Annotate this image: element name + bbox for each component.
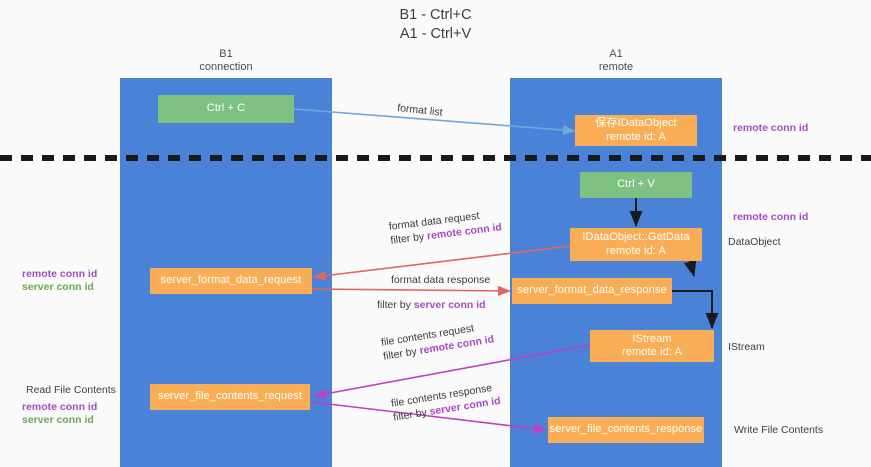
label-format-data-response-text: format data response: [391, 274, 491, 286]
label-fdresp-filter-key: server conn id: [413, 299, 486, 311]
box-server-format-data-response-label: server_format_data_response: [517, 284, 667, 297]
box-idataobject-getdata-remote-id: remote id: A: [606, 244, 666, 257]
box-server-file-contents-response[interactable]: server_file_contents_response: [548, 417, 704, 443]
box-idataobject-getdata-label: IDataObject::GetData: [582, 231, 690, 243]
box-ctrl-c-label: Ctrl + C: [206, 102, 246, 115]
label-format-data-request: format data request filter by remote con…: [388, 210, 502, 248]
diagram-title: B1 - Ctrl+C A1 - Ctrl+V: [0, 6, 871, 44]
box-server-file-contents-response-label: server_file_contents_response: [549, 423, 703, 436]
note-remote-conn-id-mid: remote conn id: [733, 211, 809, 223]
lane-header-a1-name: A1: [609, 48, 623, 60]
lane-header-a1-role: remote: [598, 61, 634, 73]
box-server-format-data-request[interactable]: server_format_data_request: [150, 268, 312, 294]
note-left-server-conn-id-1: server conn id: [22, 281, 94, 293]
box-save-idataobject[interactable]: 保存IDataObject remote id: A: [575, 115, 697, 146]
note-istream: IStream: [728, 341, 765, 353]
box-ctrl-v[interactable]: Ctrl + V: [580, 172, 692, 198]
note-read-file-contents: Read File Contents: [26, 384, 116, 396]
label-fdresp-filter-prefix: filter by: [377, 299, 414, 311]
lane-header-b1-role: connection: [199, 61, 253, 73]
label-file-contents-request: file contents request filter by remote c…: [380, 318, 495, 363]
box-istream-label: IStream: [632, 332, 672, 345]
diagram-title-line1: B1 - Ctrl+C: [399, 7, 472, 23]
box-ctrl-c[interactable]: Ctrl + C: [158, 95, 294, 123]
note-left-server-conn-id-2: server conn id: [22, 414, 94, 426]
note-left-remote-conn-id-2: remote conn id: [22, 401, 98, 413]
box-server-file-contents-request-label: server_file_contents_request: [157, 390, 303, 403]
box-save-idataobject-label: 保存IDataObject: [595, 117, 677, 129]
label-fdreq-filter-prefix: filter by: [389, 230, 428, 247]
note-write-file-contents: Write File Contents: [734, 424, 824, 436]
box-idataobject-getdata[interactable]: IDataObject::GetData remote id: A: [570, 228, 702, 261]
diagram-title-line2: A1 - Ctrl+V: [399, 26, 472, 42]
box-server-format-data-request-label: server_format_data_request: [160, 274, 302, 287]
label-format-list-text: format list: [396, 101, 444, 119]
label-file-contents-response: file contents response filter by server …: [390, 380, 502, 425]
lane-header-b1-name: B1: [219, 48, 233, 60]
label-format-data-response-filter: filter by server conn id: [377, 298, 490, 312]
lane-header-b1: B1 connection: [150, 48, 302, 74]
box-istream[interactable]: IStream remote id: A: [590, 330, 714, 362]
label-format-list: format list: [397, 101, 444, 120]
box-save-idataobject-remote-id: remote id: A: [606, 130, 666, 143]
box-ctrl-v-label: Ctrl + V: [617, 178, 655, 191]
box-server-file-contents-request[interactable]: server_file_contents_request: [150, 384, 310, 410]
note-left-conn-ids-bottom: remote conn id server conn id: [22, 401, 97, 427]
box-istream-remote-id: remote id: A: [622, 346, 682, 358]
note-left-conn-ids-top: remote conn id server conn id: [22, 268, 97, 294]
note-dataobject: DataObject: [728, 236, 781, 248]
note-remote-conn-id-top: remote conn id: [733, 122, 809, 134]
lane-header-a1: A1 remote: [540, 48, 692, 74]
note-left-remote-conn-id-1: remote conn id: [22, 268, 98, 280]
box-server-format-data-response[interactable]: server_format_data_response: [512, 278, 672, 304]
label-format-data-response: format data response filter by server co…: [377, 273, 490, 312]
